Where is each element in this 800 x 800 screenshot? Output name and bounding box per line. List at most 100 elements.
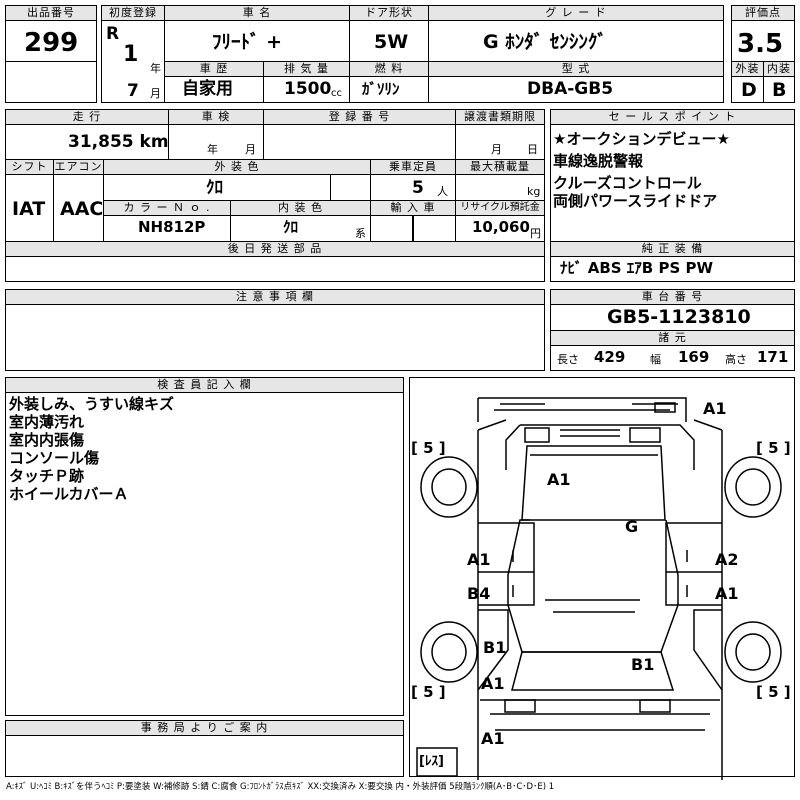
sales-points-header: セ ー ル ス ポ イ ン ト — [550, 109, 795, 125]
year-unit: 年 — [150, 62, 161, 75]
sales-points-list: ★オークションデビュー★ 車線逸脱警報 クルーズコントロール 両側パワースライド… — [553, 130, 730, 210]
grade: G ﾎﾝﾀﾞ ｾﾝｼﾝｸﾞ — [483, 31, 607, 53]
office-notes-cell — [5, 735, 404, 777]
inspector-note: 室内薄汚れ — [9, 413, 85, 431]
inspector-notes-cell — [5, 392, 404, 716]
capacity-unit: 人 — [437, 185, 448, 198]
inspector-note: タッチＰ跡 — [9, 467, 85, 485]
tire-tread: [ 5 ] — [411, 683, 446, 701]
fuel-cell — [349, 76, 429, 103]
damage-mark: A1 — [715, 584, 739, 603]
lot-number: 299 — [24, 28, 79, 58]
shift-header: シフト — [5, 159, 54, 175]
era: R — [106, 24, 120, 44]
inspector-note: コンソール傷 — [9, 449, 100, 467]
inspection-year-unit: 年 — [207, 143, 218, 156]
interior-color-header: 内 装 色 — [230, 200, 371, 216]
history: 自家用 — [182, 79, 233, 99]
spare-tire: [ﾚｽ] — [419, 754, 444, 769]
score-header: 評価点 — [731, 5, 795, 21]
exterior-color-header: 外 装 色 — [103, 159, 371, 175]
later-parts-cell — [5, 256, 545, 282]
chassis-number: GB5-1123810 — [607, 306, 751, 328]
sales-point: 車線逸脱警報 — [553, 152, 644, 170]
displacement-cell — [263, 76, 350, 103]
shift: IAT — [12, 198, 46, 220]
inspector-note: ホイールカバーＡ — [9, 485, 129, 503]
length: 429 — [594, 348, 626, 366]
length-label: 長さ — [557, 353, 579, 366]
max-load-cell — [455, 174, 545, 201]
month-unit: 月 — [150, 87, 161, 100]
inspector-note: 室内内張傷 — [9, 431, 85, 449]
inspector-notes-list: 外装しみ、うすい線キズ 室内薄汚れ 室内内張傷 コンソール傷 タッチＰ跡 ホイー… — [9, 395, 174, 503]
displacement-unit: cc — [331, 88, 342, 99]
inspection-month-unit: 月 — [245, 143, 256, 156]
recycle-fee-cell — [455, 215, 545, 242]
damage-mark: A1 — [547, 470, 571, 489]
recycle-fee-unit: 円 — [530, 227, 541, 240]
registration-month: 7 — [127, 81, 139, 101]
displacement: 1500 — [284, 79, 332, 99]
model-type-cell — [428, 76, 724, 103]
car-name: ﾌﾘｰﾄﾞ + — [212, 31, 283, 53]
chassis-number-header: 車 台 番 号 — [550, 289, 795, 305]
tire-tread: [ 5 ] — [756, 439, 791, 457]
color-number: NH812P — [138, 218, 206, 236]
exterior-grade: D — [741, 79, 757, 101]
notes-cell — [5, 304, 545, 371]
history-cell — [164, 76, 264, 103]
inspector-note: 外装しみ、うすい線キズ — [9, 395, 175, 413]
sales-point: クルーズコントロール — [553, 174, 702, 192]
interior-grade-header: 内装 — [763, 61, 795, 77]
legend: A:ｷｽﾞ U:ﾍｺﾐ B:ｷｽﾞを伴うﾍｺﾐ P:要塗装 W:補修跡 S:錆 … — [6, 782, 555, 792]
mileage: 31,855 km — [68, 132, 169, 152]
damage-mark: B1 — [631, 655, 655, 674]
mileage-cell — [5, 124, 169, 160]
transfer-deadline-header: 譲渡書類期限 — [455, 109, 545, 125]
sales-points-cell — [550, 124, 795, 242]
damage-mark: A1 — [467, 550, 491, 569]
equipment: ﾅﾋﾞ ABS ｴｱB PS PW — [560, 259, 714, 277]
width: 169 — [678, 348, 710, 366]
width-label: 幅 — [650, 353, 661, 366]
interior-grade-cell — [763, 76, 795, 103]
shift-cell — [5, 174, 54, 242]
specs-cell — [550, 345, 795, 371]
tire-tread: [ 5 ] — [756, 683, 791, 701]
damage-mark: A2 — [715, 550, 739, 569]
registration-year: 1 — [123, 42, 139, 67]
office-notes-header: 事 務 局 よ り ご 案 内 — [5, 720, 404, 736]
damage-mark: G — [625, 517, 639, 536]
transfer-deadline-cell — [455, 124, 545, 160]
car-diagram-panel — [409, 377, 795, 777]
lot-number-blank — [5, 61, 97, 103]
interior-color-suffix: 系 — [355, 227, 366, 240]
model-type: DBA-GB5 — [527, 79, 614, 99]
damage-mark: B4 — [467, 584, 491, 603]
recycle-fee: 10,060 — [472, 218, 530, 236]
sales-point: ★オークションデビュー★ — [553, 130, 730, 148]
fuel-header: 燃 料 — [349, 61, 429, 77]
damage-mark: B1 — [483, 638, 507, 657]
aircon: AAC — [60, 198, 104, 220]
door-type-header: ドア形状 — [349, 5, 429, 21]
interior-grade: B — [772, 79, 787, 101]
damage-mark: A1 — [481, 674, 505, 693]
capacity: 5 — [412, 178, 424, 198]
damage-mark: A1 — [703, 399, 727, 418]
sales-point: 両側パワースライドドア — [553, 192, 718, 210]
height-label: 高さ — [725, 353, 747, 366]
transfer-month-unit: 月 — [491, 143, 502, 156]
door-type: 5W — [374, 31, 409, 53]
color-number-header: カ ラ ー Ｎ ｏ . — [103, 200, 231, 216]
inspection-cell — [168, 124, 264, 160]
auction-score: 3.5 — [737, 29, 784, 59]
transfer-day-unit: 日 — [527, 143, 538, 156]
interior-color: ｸﾛ — [283, 218, 299, 236]
score-cell — [731, 20, 795, 62]
max-load-header: 最大積載量 — [455, 159, 545, 175]
fuel: ｶﾞｿﾘﾝ — [362, 80, 400, 98]
tire-tread: [ 5 ] — [411, 439, 446, 457]
